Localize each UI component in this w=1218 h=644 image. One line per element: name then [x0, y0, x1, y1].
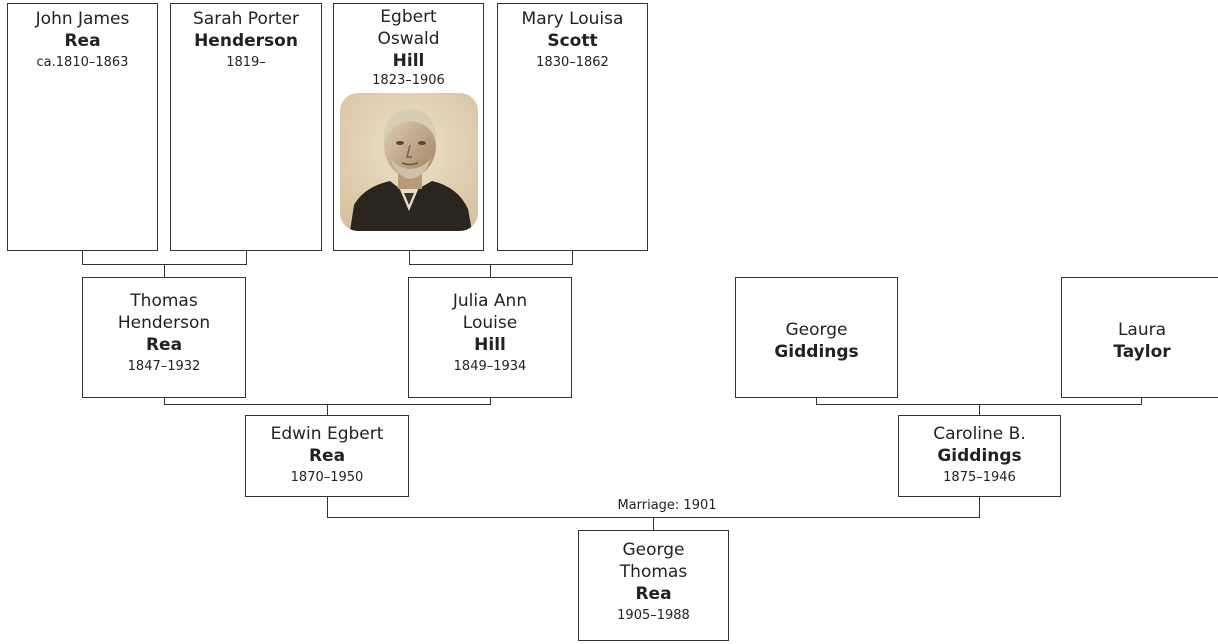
connector-line — [164, 264, 165, 278]
connector-line — [409, 250, 410, 264]
connector-line — [979, 404, 980, 416]
given-name: Sarah Porter — [193, 9, 299, 29]
person-card-sarah-porter-henderson[interactable]: Sarah Porter Henderson 1819– — [170, 3, 322, 251]
surname: Hill — [474, 335, 506, 355]
life-years: 1823–1906 — [372, 73, 445, 88]
person-card-edwin-egbert-rea[interactable]: Edwin Egbert Rea 1870–1950 — [245, 415, 409, 497]
person-card-laura-taylor[interactable]: Laura Taylor — [1061, 277, 1218, 398]
surname: Rea — [308, 446, 346, 466]
person-card-julia-ann-louise-hill[interactable]: Julia Ann Louise Hill 1849–1934 — [408, 277, 572, 398]
given-name: George — [785, 320, 848, 340]
surname: Giddings — [937, 446, 1022, 466]
person-card-caroline-b-giddings[interactable]: Caroline B. Giddings 1875–1946 — [898, 415, 1061, 497]
surname: Taylor — [1113, 342, 1171, 362]
given-name: Mary Louisa — [521, 9, 624, 29]
life-years: ca.1810–1863 — [36, 55, 129, 70]
connector-line — [572, 250, 573, 264]
person-card-thomas-henderson-rea[interactable]: Thomas Henderson Rea 1847–1932 — [82, 277, 246, 398]
surname: Rea — [635, 584, 672, 604]
connector-line — [82, 250, 83, 264]
given-name: Laura — [1117, 320, 1167, 340]
given-name: John James — [35, 9, 130, 29]
surname: Rea — [145, 335, 183, 355]
person-card-john-james-rea[interactable]: John James Rea ca.1810–1863 — [7, 3, 158, 251]
connector-line — [979, 496, 980, 518]
surname: Giddings — [774, 342, 859, 362]
connector-line — [653, 517, 654, 531]
life-years: 1870–1950 — [290, 470, 364, 485]
life-years: 1905–1988 — [617, 608, 690, 623]
person-card-george-thomas-rea[interactable]: George Thomas Rea 1905–1988 — [578, 530, 729, 641]
connector-line — [327, 496, 328, 518]
connector-line — [490, 264, 491, 278]
given-name: Julia Ann Louise — [452, 291, 528, 333]
surname: Henderson — [194, 31, 298, 51]
connector-line — [164, 397, 165, 405]
life-years: 1819– — [226, 55, 266, 70]
person-card-egbert-oswald-hill[interactable]: Egbert Oswald Hill 1823–1906 — [333, 3, 484, 251]
portrait-photo[interactable] — [339, 93, 478, 231]
life-years: 1830–1862 — [536, 55, 609, 70]
connector-line — [327, 404, 328, 416]
connector-line — [409, 264, 573, 265]
person-card-mary-louisa-scott[interactable]: Mary Louisa Scott 1830–1862 — [497, 3, 648, 251]
surname: Scott — [547, 31, 598, 51]
marriage-label: Marriage: 1901 — [548, 498, 786, 514]
life-years: 1847–1932 — [127, 359, 201, 374]
life-years: 1875–1946 — [943, 470, 1016, 485]
surname: Hill — [392, 51, 425, 71]
given-name: Egbert Oswald — [377, 7, 440, 49]
given-name: Edwin Egbert — [270, 424, 384, 444]
connector-line — [490, 397, 491, 405]
given-name: Thomas Henderson — [117, 291, 211, 333]
connector-line — [246, 250, 247, 264]
given-name: George Thomas — [619, 540, 688, 582]
surname: Rea — [64, 31, 101, 51]
connector-line — [816, 397, 817, 405]
given-name: Caroline B. — [933, 424, 1026, 444]
person-card-george-giddings[interactable]: George Giddings — [735, 277, 898, 398]
life-years: 1849–1934 — [453, 359, 527, 374]
connector-line — [1141, 397, 1142, 405]
